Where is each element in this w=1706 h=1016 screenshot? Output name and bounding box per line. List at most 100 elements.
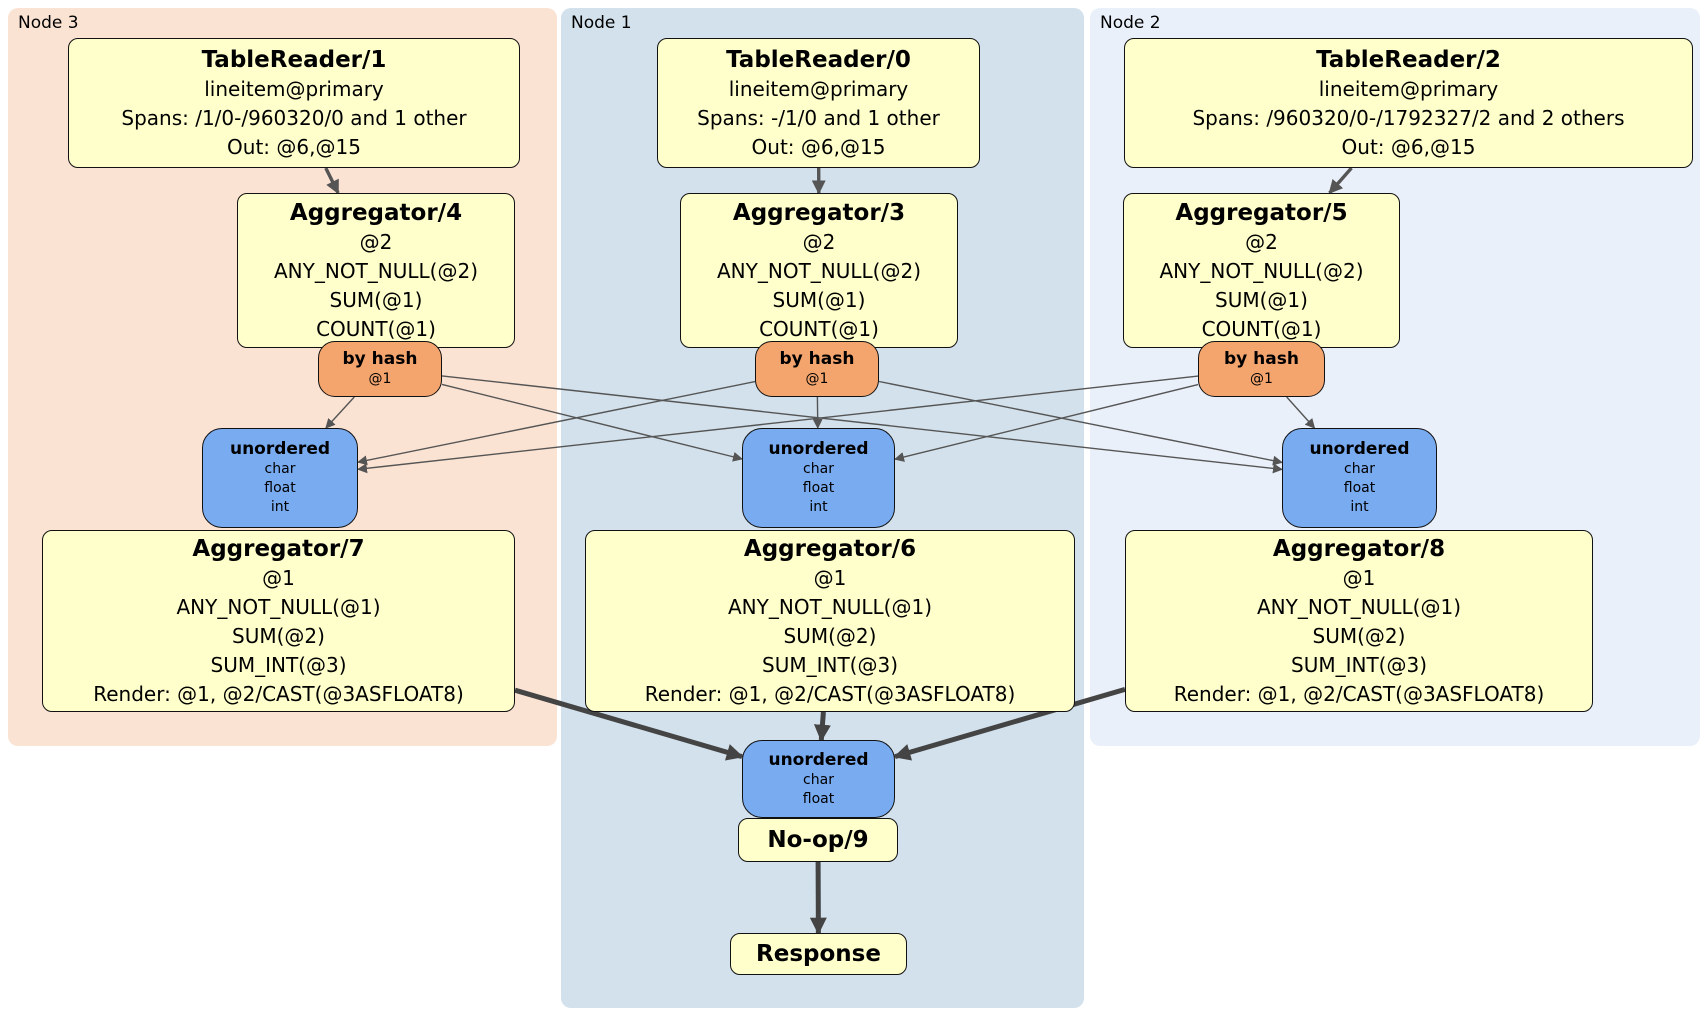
tablereader-1-line: Spans: /1/0-/960320/0 and 1 other [121, 105, 467, 130]
aggregator-6-line: ANY_NOT_NULL(@1) [728, 594, 932, 619]
by-hash-node3-box: by hash @1 [318, 341, 442, 397]
edge-tablereader-2-to-aggregator-5 [1328, 166, 1353, 195]
by-hash-node3-line: @1 [368, 371, 392, 387]
by-hash-node1-title: by hash [779, 349, 855, 369]
by-hash-node1-box: by hash @1 [755, 341, 879, 397]
aggregator-8-line: ANY_NOT_NULL(@1) [1257, 594, 1461, 619]
aggregator-5-title: Aggregator/5 [1175, 199, 1348, 226]
aggregator-8-title: Aggregator/8 [1272, 535, 1446, 562]
aggregator-8-line: @1 [1342, 565, 1376, 590]
aggregator-8-line: Render: @1, @2/CAST(@3ASFLOAT8) [1173, 681, 1545, 706]
tablereader-0-line: Spans: -/1/0 and 1 other [697, 105, 940, 130]
aggregator-4-title: Aggregator/4 [289, 199, 463, 226]
by-hash-node2-title: by hash [1224, 349, 1299, 369]
aggregator-6-line: SUM(@2) [783, 623, 877, 648]
tablereader-0-line: Out: @6,@15 [751, 134, 886, 159]
edge-aggregator-6-to-unordered-final [813, 711, 831, 742]
aggregator-8-line: SUM_INT(@3) [1291, 652, 1427, 677]
edge-aggregator-8-to-unordered-final [893, 687, 1126, 761]
tablereader-2-line: Out: @6,@15 [1341, 134, 1476, 159]
aggregator-6-line: @1 [813, 565, 847, 590]
aggregator-7-line: ANY_NOT_NULL(@1) [176, 594, 381, 619]
tablereader-1-line: lineitem@primary [204, 76, 384, 101]
edge-by-hash-node1-to-unordered-node2 [878, 380, 1283, 466]
tablereader-2-line: lineitem@primary [1318, 76, 1499, 101]
tablereader-1-title: TableReader/1 [201, 46, 387, 73]
aggregator-6-line: Render: @1, @2/CAST(@3ASFLOAT8) [644, 681, 1016, 706]
aggregator-3-title: Aggregator/3 [732, 199, 906, 226]
edge-by-hash-node3-to-unordered-node1 [441, 383, 743, 462]
by-hash-node1-line: @1 [805, 371, 829, 387]
aggregator-5-line: @2 [1245, 229, 1278, 254]
aggregator-3-line: @2 [802, 229, 836, 254]
response-box: Response [730, 933, 907, 975]
unordered-node3-title: unordered [229, 439, 331, 459]
aggregator-3-line: ANY_NOT_NULL(@2) [717, 258, 921, 283]
aggregator-5-line: SUM(@1) [1215, 287, 1308, 312]
tablereader-0-line: lineitem@primary [728, 76, 909, 101]
by-hash-node2-line: @1 [1250, 371, 1273, 387]
unordered-node2-line: int [1350, 499, 1369, 515]
by-hash-node2-box: by hash @1 [1198, 341, 1325, 397]
aggregator-7-line: Render: @1, @2/CAST(@3ASFLOAT8) [93, 681, 464, 706]
node-panel-label: Node 2 [1100, 13, 1161, 33]
aggregator-3-line: SUM(@1) [772, 287, 866, 312]
aggregator-5-line: ANY_NOT_NULL(@2) [1159, 258, 1364, 283]
edge-by-hash-node3-to-unordered-node2 [441, 375, 1283, 474]
unordered-node1-line: int [809, 499, 828, 515]
aggregator-4-line: @2 [359, 229, 393, 254]
aggregator-5-line: COUNT(@1) [1201, 316, 1322, 341]
edge-by-hash-node2-to-unordered-node2 [1286, 396, 1316, 429]
aggregator-7-line: @1 [262, 565, 295, 590]
unordered-node3-line: char [264, 461, 296, 477]
unordered-final-line: float [802, 790, 835, 807]
unordered-node2-line: char [1344, 461, 1375, 477]
aggregator-3-line: COUNT(@1) [759, 316, 879, 341]
unordered-node1-line: float [802, 480, 835, 496]
unordered-final-title: unordered [768, 749, 869, 770]
edge-by-hash-node1-to-unordered-node3 [357, 380, 756, 466]
aggregator-6-line: SUM_INT(@3) [762, 652, 898, 677]
no-op-9-title: No-op/9 [767, 827, 869, 853]
unordered-node3-line: int [270, 499, 290, 515]
edge-by-hash-node2-to-unordered-node1 [894, 383, 1199, 462]
aggregator-8-line: SUM(@2) [1312, 623, 1406, 648]
tablereader-1-line: Out: @6,@15 [227, 134, 361, 159]
edge-by-hash-node2-to-unordered-node3 [357, 375, 1199, 474]
tablereader-0-title: TableReader/0 [726, 46, 911, 73]
aggregator-4-line: ANY_NOT_NULL(@2) [274, 258, 478, 283]
unordered-final-line: char [803, 771, 834, 788]
aggregator-7-title: Aggregator/7 [192, 535, 365, 562]
aggregator-4-line: SUM(@1) [329, 287, 423, 312]
tablereader-2-line: Spans: /960320/0-/1792327/2 and 2 others [1192, 105, 1625, 130]
aggregator-7-line: SUM(@2) [232, 623, 325, 648]
unordered-node2-title: unordered [1309, 439, 1410, 459]
unordered-node3-line: float [264, 480, 296, 496]
no-op-9-box: No-op/9 [738, 818, 898, 862]
edge-aggregator-7-to-unordered-final [514, 687, 744, 761]
tablereader-2-title: TableReader/2 [1316, 46, 1501, 73]
unordered-node1-title: unordered [768, 439, 869, 459]
unordered-node3-box: unordered char float int [202, 428, 358, 528]
node-panel-label: Node 3 [18, 13, 79, 33]
edge-by-hash-node3-to-unordered-node3 [325, 396, 355, 429]
edge-tablereader-1-to-aggregator-4 [324, 167, 340, 195]
by-hash-node3-title: by hash [342, 349, 418, 369]
unordered-node2-line: float [1343, 480, 1376, 496]
aggregator-4-line: COUNT(@1) [316, 316, 436, 341]
aggregator-6-title: Aggregator/6 [743, 535, 917, 562]
unordered-node2-box: unordered char float int [1282, 428, 1437, 528]
